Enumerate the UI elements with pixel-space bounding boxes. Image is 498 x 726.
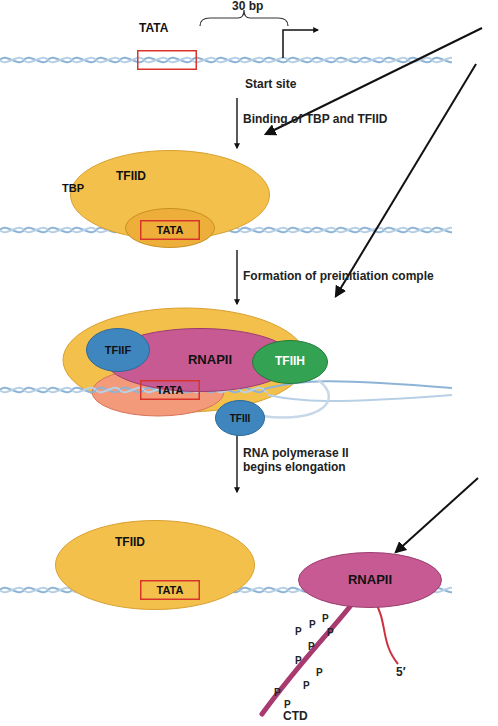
- tbp-protein: TBPTATA: [125, 208, 215, 248]
- phosphate-label: P: [295, 655, 302, 667]
- start-arrow: [283, 30, 318, 58]
- end-label: 5′: [396, 666, 406, 680]
- tata-box: TATA: [140, 380, 200, 400]
- site-label: Start site: [245, 78, 296, 92]
- node-text: TFIII: [215, 400, 265, 436]
- ctd-tail: [262, 604, 352, 714]
- dna-helix: [0, 53, 452, 67]
- tata-box: TATA: [140, 220, 200, 240]
- tata-box: TATA: [137, 50, 197, 70]
- tfiid-protein: TFIIDTBPTATA: [70, 150, 270, 240]
- domain-label: CTD: [283, 710, 308, 724]
- node-text: TFIID: [116, 170, 146, 183]
- phosphate-label: P: [322, 613, 329, 625]
- node-text: TFIIH: [252, 340, 328, 384]
- phosphate-label: P: [327, 627, 334, 639]
- tfiih-protein: TFIIH: [252, 340, 328, 384]
- ellipse-outline: [55, 520, 255, 610]
- step-label: Formation of preinitiation comple: [243, 270, 434, 284]
- node-text: TATA: [139, 22, 168, 35]
- callout-arrow: [396, 478, 478, 552]
- phosphate-label: P: [303, 680, 310, 692]
- phosphate-label: P: [316, 667, 323, 679]
- node-text: TFIID: [115, 536, 145, 549]
- step-label: RNA polymerase II begins elongation: [243, 447, 371, 475]
- phosphate-label: P: [295, 626, 302, 638]
- tfiib-protein: TFIII: [215, 400, 265, 436]
- step-arrow: [236, 250, 238, 304]
- rna-strand: [374, 600, 398, 664]
- tata-box: TATA: [140, 580, 200, 600]
- node-text: TATA: [140, 380, 200, 400]
- phosphate-label: P: [309, 619, 316, 631]
- phosphate-label: P: [274, 687, 281, 699]
- callout-arrow: [336, 64, 476, 296]
- node-text: RNAPII: [298, 552, 442, 608]
- step-label: Binding of TBP and TFIID: [243, 113, 387, 127]
- dna-strand: [268, 395, 452, 401]
- tfiif-protein: TFIIF: [86, 328, 150, 372]
- node-text: TBP: [62, 182, 84, 194]
- node-text: TATA: [140, 220, 200, 240]
- dimension-label: 30 bp: [232, 0, 263, 14]
- box-outline: [137, 50, 197, 70]
- phosphate-label: P: [284, 699, 291, 711]
- rnapii-enzyme: RNAPII: [298, 552, 442, 608]
- step-arrow: [236, 98, 238, 148]
- step-arrow: [236, 432, 238, 492]
- node-text: TFIIF: [86, 328, 150, 372]
- phosphate-label: P: [308, 641, 315, 653]
- open-strand: [262, 380, 329, 418]
- node-text: TATA: [140, 580, 200, 600]
- tfiid-protein: TFIID TATA: [55, 520, 255, 610]
